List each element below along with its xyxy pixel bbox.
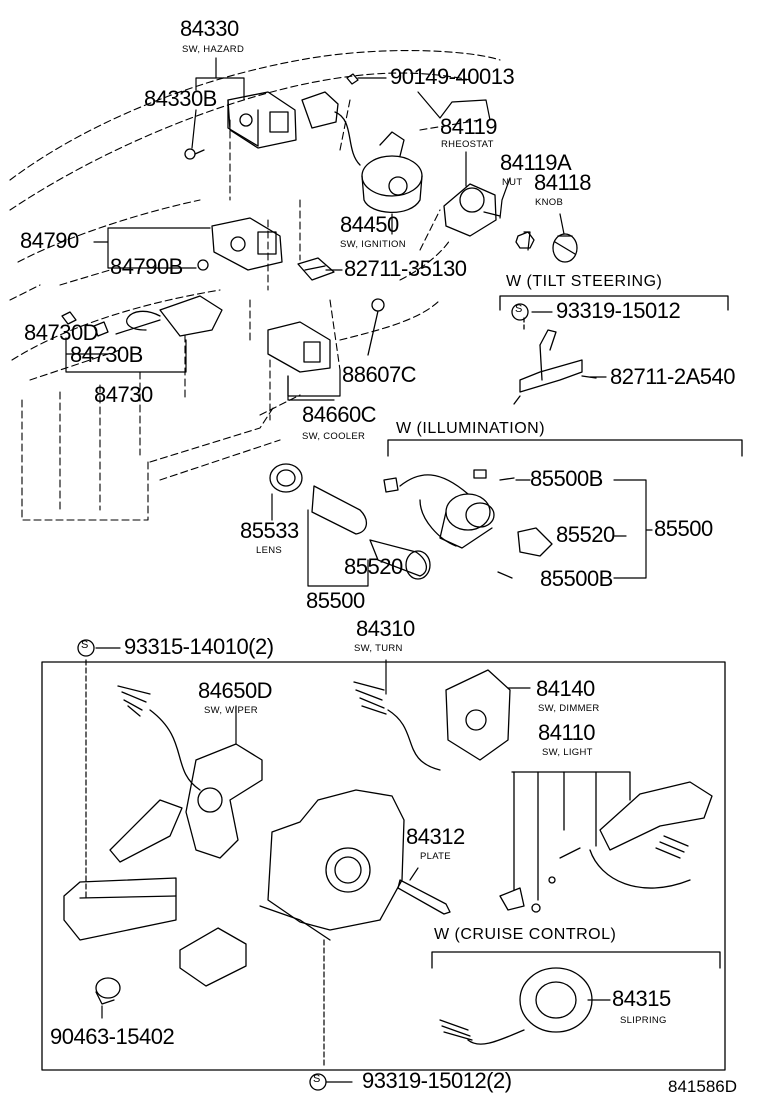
wiper-switch-drawing: [63, 685, 263, 987]
s-symbol-circle-93315: [77, 639, 95, 657]
cooler-switch-drawing: [267, 321, 331, 373]
label-85500-right: 85500: [654, 516, 713, 541]
label-84118-desc: KNOB: [535, 197, 564, 208]
turn-switch-drawing: [259, 789, 405, 941]
tilt-steering-group: [499, 295, 729, 405]
label-84330-desc: SW, HAZARD: [182, 44, 245, 55]
label-84315-desc: SLIPRING: [620, 1015, 667, 1026]
knob-drawing: [552, 233, 578, 263]
label-84330B: 84330B: [144, 86, 217, 111]
label-90149: 90149-40013: [390, 64, 515, 89]
label-85500B-top: 85500B: [530, 466, 603, 491]
combination-switch-box: [41, 661, 726, 1071]
label-93315: 93315-14010(2): [124, 634, 274, 659]
slipring-drawing: [431, 951, 721, 1045]
label-84450-desc: SW, IGNITION: [340, 239, 406, 250]
label-84119A: 84119A: [500, 150, 572, 175]
label-84312: 84312: [406, 824, 465, 849]
label-85500B-bottom: 85500B: [540, 566, 613, 591]
harness-84730-drawing: [61, 295, 223, 337]
label-84450: 84450: [340, 212, 399, 237]
label-84118: 84118: [534, 170, 592, 195]
label-84790: 84790: [20, 228, 79, 253]
label-84140-desc: SW, DIMMER: [538, 703, 600, 714]
label-w-illumination: W (ILLUMINATION): [396, 420, 546, 437]
label-82711-35130: 82711-35130: [344, 256, 467, 281]
s-symbol-circle-bottom: [309, 1073, 327, 1091]
dashboard-outline: [9, 49, 501, 521]
label-84119-desc: RHEOSTAT: [441, 139, 494, 150]
rheostat-drawing: [443, 183, 501, 237]
s-symbol-93315: S: [81, 639, 89, 651]
ignition-switch-drawing: [361, 131, 423, 213]
label-93319-bottom: 93319-15012(2): [362, 1068, 512, 1093]
label-84660C: 84660C: [302, 402, 377, 427]
diagram-reference: 841586D: [668, 1077, 738, 1096]
label-w-cruise-control: W (CRUISE CONTROL): [434, 926, 617, 943]
label-84730B: 84730B: [70, 342, 143, 367]
hazard-switch-drawing: [227, 91, 297, 149]
label-84730: 84730: [94, 382, 153, 407]
label-84312-desc: PLATE: [420, 851, 451, 862]
label-85520-right: 85520: [556, 522, 615, 547]
label-82711-2A540: 82711-2A540: [610, 364, 736, 389]
label-84730D: 84730D: [24, 320, 99, 345]
dimmer-switch-drawing: [353, 669, 511, 771]
label-84315: 84315: [612, 986, 671, 1011]
screw-88607C-drawing: [367, 298, 385, 356]
s-symbol-bottom: S: [313, 1073, 321, 1085]
s-symbol-circle-tilt: [511, 303, 529, 321]
bracket-35130-drawing: [297, 257, 335, 281]
hazard-screw-drawing: [184, 148, 205, 160]
label-84110: 84110: [538, 720, 596, 745]
leader-lines: [65, 57, 653, 1083]
label-84310-desc: SW, TURN: [354, 643, 403, 654]
s-symbol-tilt: S: [515, 303, 523, 315]
label-84140: 84140: [536, 676, 595, 701]
label-85520-left: 85520: [344, 554, 403, 579]
label-84650D-desc: SW, WIPER: [204, 705, 258, 716]
label-84650D: 84650D: [198, 678, 273, 703]
label-84330: 84330: [180, 16, 239, 41]
label-84119A-desc: NUT: [502, 177, 523, 188]
label-88607C: 88607C: [342, 362, 417, 387]
label-84310: 84310: [356, 616, 415, 641]
label-84660C-desc: SW, COOLER: [302, 431, 366, 442]
label-85533: 85533: [240, 518, 299, 543]
nut-drawing: [515, 231, 535, 249]
label-w-tilt: W (TILT STEERING): [506, 273, 663, 290]
label-84119: 84119: [440, 114, 498, 139]
light-switch-drawing: [499, 771, 713, 913]
label-90463: 90463-15402: [50, 1024, 175, 1049]
illumination-group: [383, 439, 743, 579]
rheostat-connector-drawing: [301, 73, 361, 166]
lighter-assembly-drawing: [269, 463, 431, 580]
plate-drawing: [397, 879, 451, 915]
label-84790B: 84790B: [110, 254, 183, 279]
clamp-drawing: [95, 977, 121, 1005]
label-85500-left: 85500: [306, 588, 365, 613]
label-93319-15012: 93319-15012: [556, 298, 681, 323]
label-85533-desc: LENS: [256, 545, 283, 556]
switch-84790-drawing: [197, 217, 283, 271]
label-84110-desc: SW, LIGHT: [542, 747, 593, 758]
